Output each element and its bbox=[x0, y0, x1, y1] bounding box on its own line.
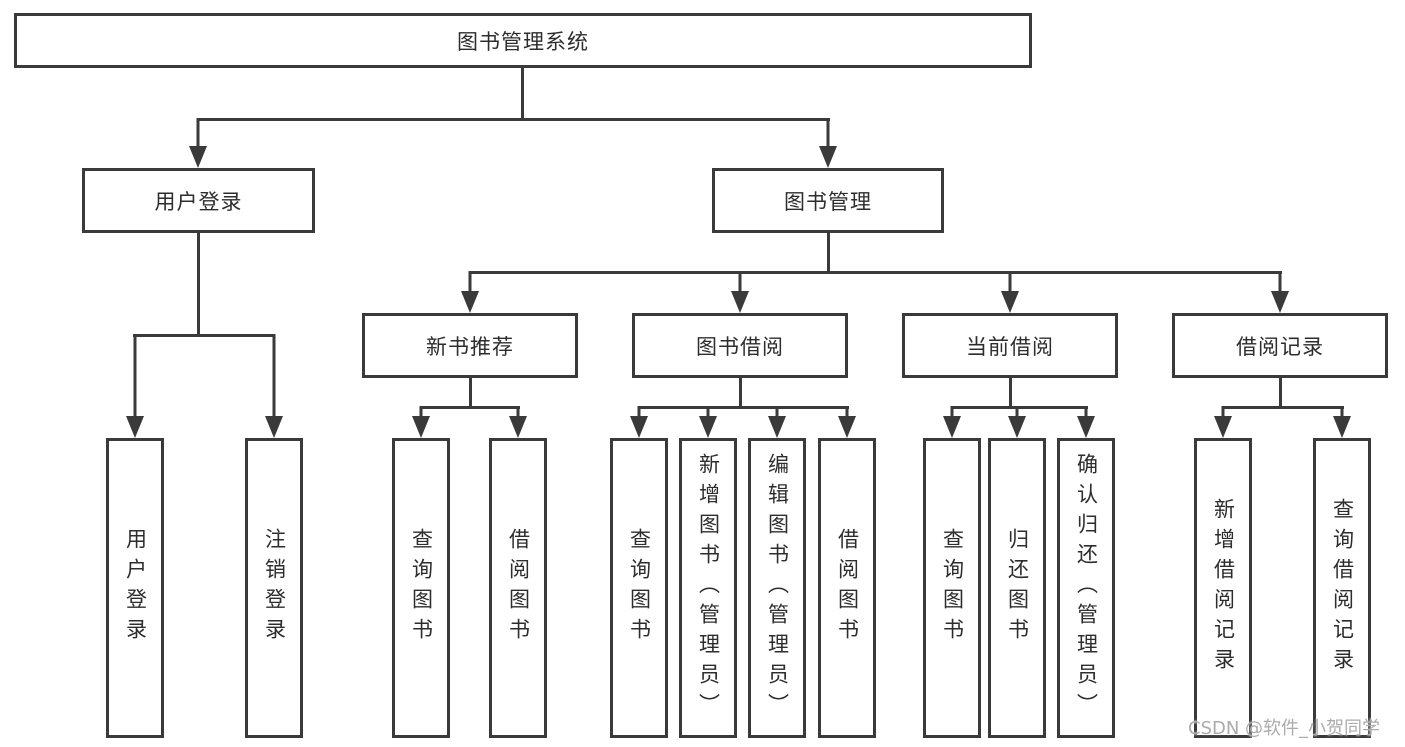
node-label: 查询借阅记录 bbox=[1330, 498, 1355, 678]
node-new-book-recommend: 新书推荐 bbox=[362, 313, 578, 378]
connector-arrow-edit-books bbox=[768, 406, 786, 438]
leaf-query-books-1: 查询图书 bbox=[392, 438, 450, 738]
leaf-borrow-books-1: 借阅图书 bbox=[489, 438, 547, 738]
connector-arrow-borrow-books-1 bbox=[509, 406, 527, 438]
connector-rail-root bbox=[197, 118, 830, 121]
leaf-query-borrow-record: 查询借阅记录 bbox=[1313, 438, 1371, 738]
connector-arrow-add-borrow-record bbox=[1214, 406, 1232, 438]
csdn-watermark: CSDN @软件_小贺同学 bbox=[1188, 718, 1381, 739]
leaf-add-borrow-record: 新增借阅记录 bbox=[1194, 438, 1252, 738]
node-label: 查询图书 bbox=[940, 528, 965, 648]
connector-stem-user-login bbox=[197, 231, 200, 336]
connector-rail-book-borrowing bbox=[638, 406, 849, 409]
connector-rail-book-management bbox=[469, 271, 1282, 274]
connector-arrow-add-books bbox=[699, 406, 717, 438]
node-label: 确认归还（管理员） bbox=[1074, 453, 1099, 723]
connector-arrow-book-management bbox=[819, 118, 837, 168]
node-label: 查询图书 bbox=[409, 528, 434, 648]
leaf-user-login: 用户登录 bbox=[106, 438, 164, 738]
leaf-borrow-books-2: 借阅图书 bbox=[818, 438, 876, 738]
node-label: 当前借阅 bbox=[966, 334, 1054, 359]
node-label: 新增图书（管理员） bbox=[696, 453, 721, 723]
node-book-borrowing: 图书借阅 bbox=[632, 313, 848, 378]
leaf-confirm-return-admin: 确认归还（管理员） bbox=[1057, 438, 1115, 738]
connector-arrow-current-borrowing bbox=[1001, 271, 1019, 313]
node-label: 编辑图书（管理员） bbox=[765, 453, 790, 723]
leaf-add-books-admin: 新增图书（管理员） bbox=[679, 438, 737, 738]
connector-arrow-leaf-logout bbox=[265, 334, 283, 438]
node-current-borrowing: 当前借阅 bbox=[902, 313, 1118, 378]
connector-arrow-confirm-return bbox=[1077, 406, 1095, 438]
node-borrowing-records: 借阅记录 bbox=[1172, 313, 1388, 378]
node-label: 新书推荐 bbox=[426, 334, 514, 359]
node-label: 归还图书 bbox=[1005, 528, 1030, 648]
node-label: 借阅图书 bbox=[835, 528, 860, 648]
connector-arrow-query-books-3 bbox=[943, 406, 961, 438]
connector-rail-user-login bbox=[133, 334, 275, 337]
node-label: 借阅记录 bbox=[1236, 334, 1324, 359]
connector-arrow-book-borrowing bbox=[731, 271, 749, 313]
node-label: 借阅图书 bbox=[506, 528, 531, 648]
node-library-management-system: 图书管理系统 bbox=[14, 13, 1032, 68]
leaf-logout: 注销登录 bbox=[245, 438, 303, 738]
connector-arrow-leaf-user-login bbox=[126, 334, 144, 438]
node-label: 图书管理系统 bbox=[457, 29, 589, 54]
connector-arrow-user-login bbox=[189, 118, 207, 168]
node-label: 用户登录 bbox=[154, 189, 243, 214]
connector-stem-new-book-recommend bbox=[469, 376, 472, 409]
node-user-login: 用户登录 bbox=[82, 168, 315, 233]
connector-arrow-new-book-recommend bbox=[461, 271, 479, 313]
node-label: 用户登录 bbox=[123, 528, 148, 648]
connector-arrow-borrow-books-2 bbox=[838, 406, 856, 438]
connector-stem-book-borrowing bbox=[739, 376, 742, 409]
connector-stem-current-borrowing bbox=[1009, 376, 1012, 409]
connector-arrow-borrowing-records bbox=[1271, 271, 1289, 313]
connector-arrow-query-borrow-record bbox=[1333, 406, 1351, 438]
connector-stem-root bbox=[521, 68, 524, 121]
connector-arrow-query-books-2 bbox=[630, 406, 648, 438]
connector-stem-borrowing-records bbox=[1279, 376, 1282, 409]
leaf-edit-books-admin: 编辑图书（管理员） bbox=[748, 438, 806, 738]
node-label: 图书借阅 bbox=[696, 334, 784, 359]
node-label: 图书管理 bbox=[784, 189, 872, 214]
connector-rail-borrowing-records bbox=[1222, 406, 1344, 409]
connector-arrow-return-books bbox=[1008, 406, 1026, 438]
leaf-query-books-3: 查询图书 bbox=[923, 438, 981, 738]
node-label: 新增借阅记录 bbox=[1211, 498, 1236, 678]
leaf-query-books-2: 查询图书 bbox=[610, 438, 668, 738]
connector-stem-book-management bbox=[827, 231, 830, 274]
node-book-management: 图书管理 bbox=[712, 168, 944, 233]
connector-rail-new-book-recommend bbox=[420, 406, 520, 409]
node-label: 查询图书 bbox=[627, 528, 652, 648]
connector-arrow-query-books-1 bbox=[412, 406, 430, 438]
node-label: 注销登录 bbox=[262, 528, 287, 648]
leaf-return-books: 归还图书 bbox=[988, 438, 1046, 738]
